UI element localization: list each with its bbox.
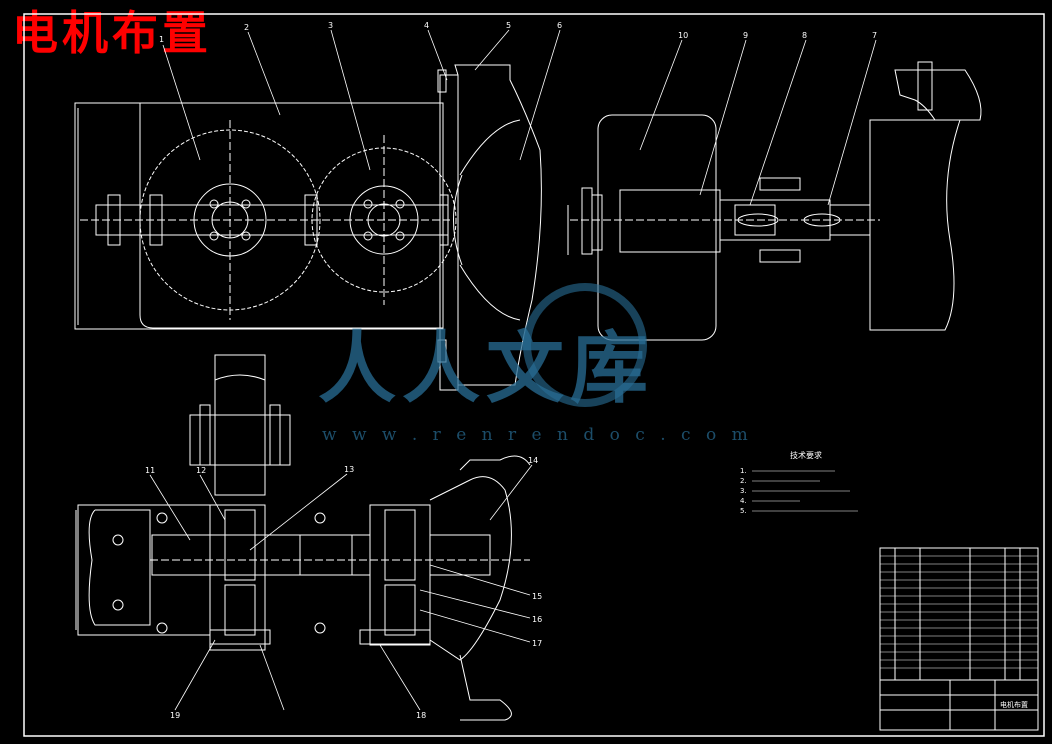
part-label-19: 19 (170, 711, 180, 720)
part-label-9: 9 (743, 31, 748, 40)
part-label-1: 1 (159, 35, 164, 44)
drawing-title: 电机布置 (12, 6, 212, 60)
tech-req-item-1: 1. (740, 467, 747, 475)
part-label-17: 17 (532, 639, 542, 648)
motor-top (567, 61, 982, 341)
part-label-10: 10 (678, 31, 688, 40)
sheet-border (23, 13, 1045, 737)
part-label-12: 12 (196, 466, 206, 475)
gearbox-top-view (74, 102, 457, 330)
part-label-5: 5 (506, 21, 511, 30)
tech-req-item-4: 4. (740, 497, 747, 505)
title-block (879, 547, 1039, 731)
part-label-4: 4 (424, 21, 429, 30)
watermark-logo: 人人文库 (318, 283, 654, 414)
coupling-flange (437, 64, 542, 391)
part-label-18: 18 (416, 711, 426, 720)
part-label-15: 15 (532, 592, 542, 601)
reducer-section (75, 354, 531, 721)
leader-lines (149, 29, 877, 711)
part-label-13: 13 (344, 465, 354, 474)
part-label-6: 6 (557, 21, 562, 30)
part-label-8: 8 (802, 31, 807, 40)
tech-req-item-3: 3. (740, 487, 747, 495)
watermark-chars: 人人文库 (318, 324, 654, 414)
part-label-7: 7 (872, 31, 877, 40)
watermark-url: w w w . r e n r e n d o c . c o m (322, 425, 753, 445)
tech-req-item-2: 2. (740, 477, 747, 485)
part-label-14: 14 (528, 456, 538, 465)
tech-req-item-5: 5. (740, 507, 747, 515)
part-label-2: 2 (244, 23, 249, 32)
tech-req-text-lines (752, 470, 858, 512)
part-label-3: 3 (328, 21, 333, 30)
title-block-rows (880, 555, 1038, 669)
title-block-drawing-name: 电机布置 (1000, 700, 1028, 709)
tech-req-heading: 技术要求 (790, 450, 822, 460)
part-label-11: 11 (145, 466, 155, 475)
part-label-16: 16 (532, 615, 542, 624)
